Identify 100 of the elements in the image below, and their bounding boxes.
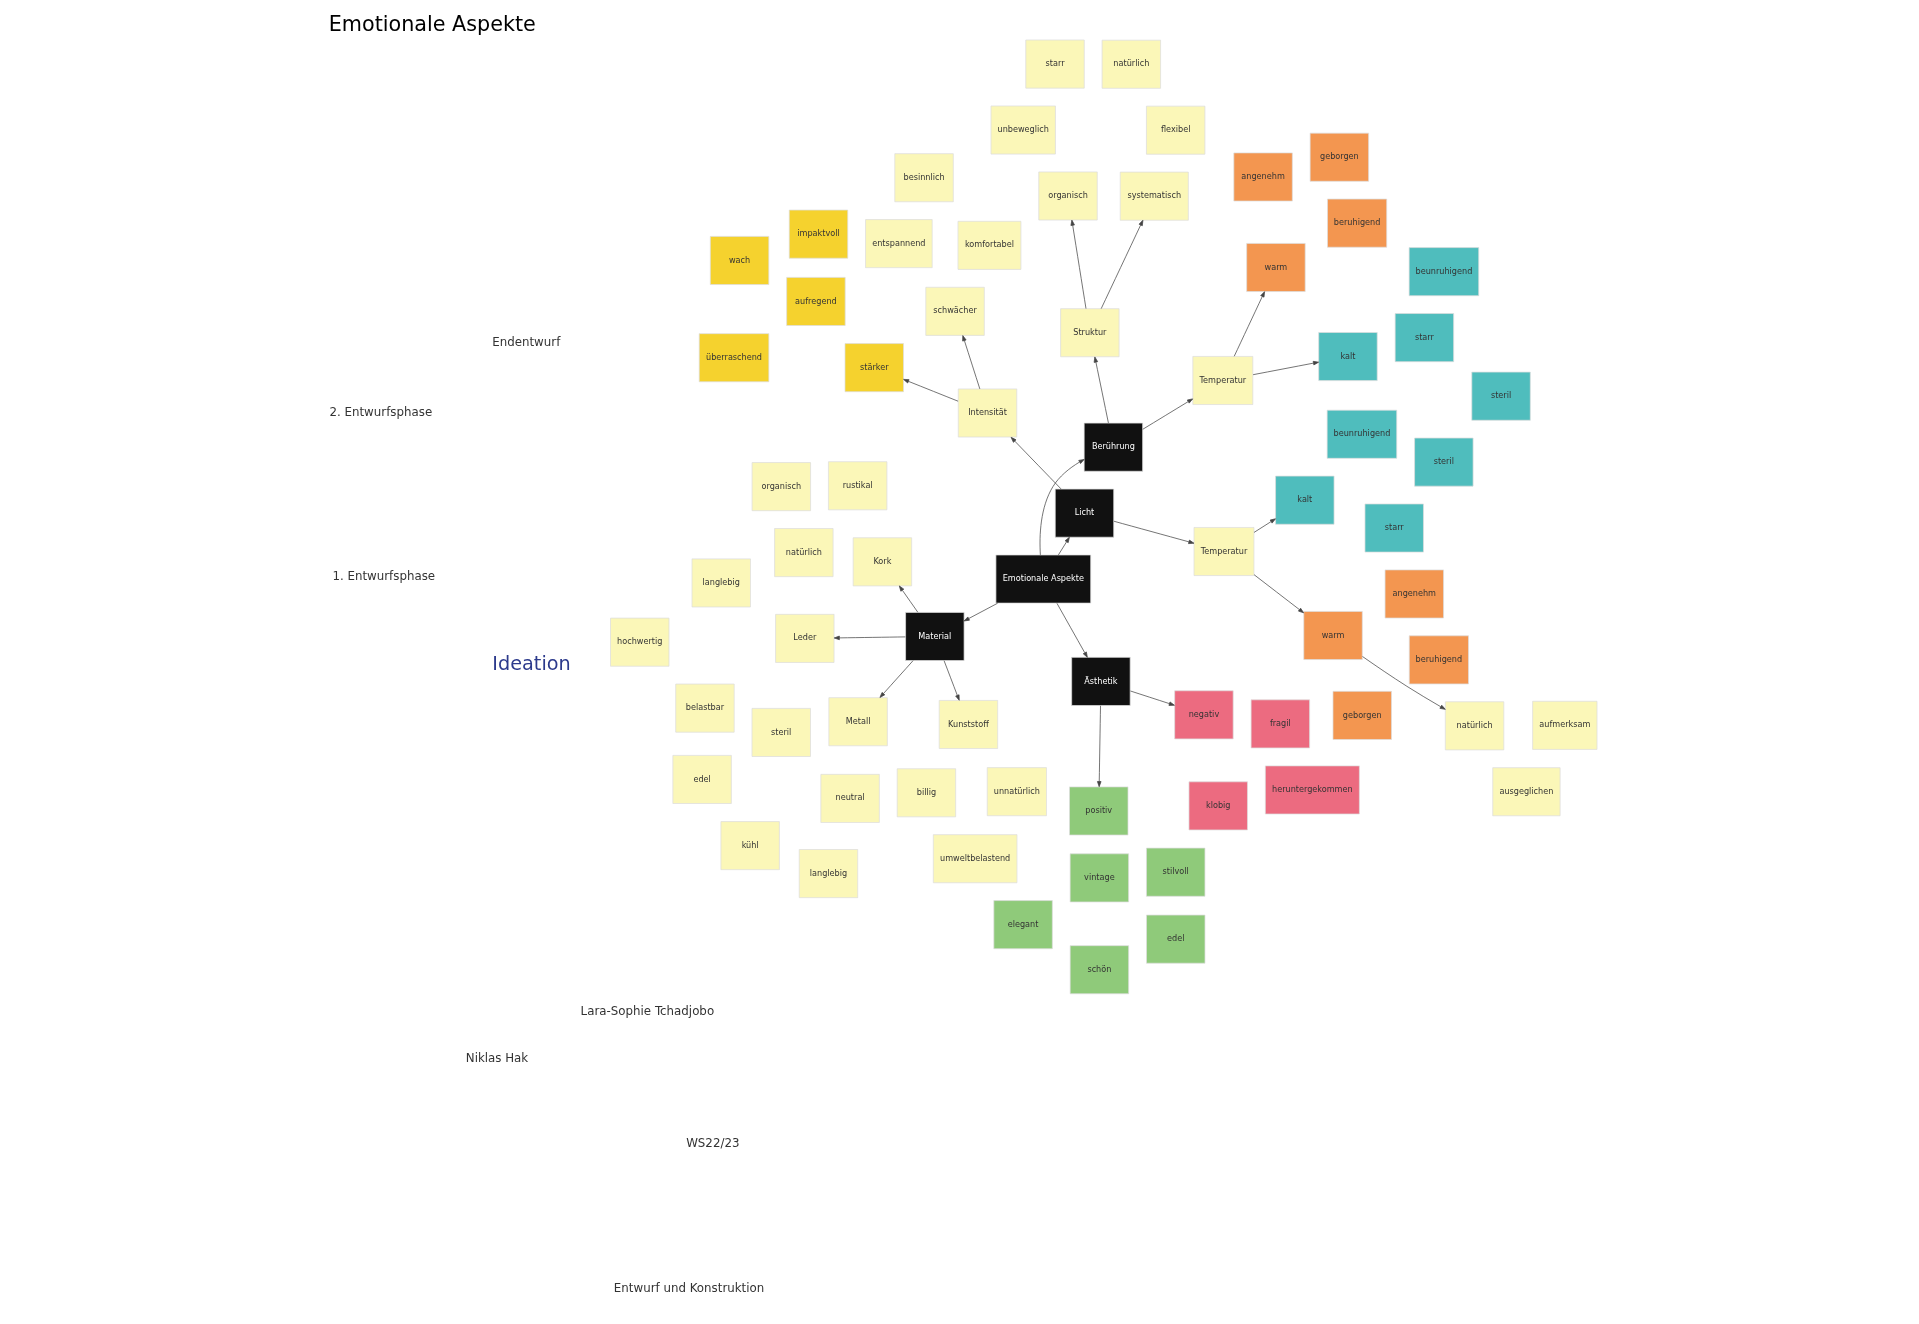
node-box: negativ (1174, 690, 1234, 740)
node-box: Kork (852, 537, 912, 587)
node-box: belastbar (675, 683, 735, 733)
node-box: edel (672, 755, 732, 804)
node-box: Berührung (1083, 422, 1144, 472)
arrow (1362, 656, 1446, 710)
arrow (962, 335, 981, 390)
node-box: Temperatur (1192, 356, 1254, 405)
node-box: entspannend (865, 219, 933, 269)
node-box: organisch (1038, 171, 1098, 221)
node-box: unbeweglich (990, 105, 1056, 155)
arrow (1058, 536, 1070, 556)
node-box: Leder (775, 613, 835, 663)
arrow (1130, 690, 1175, 706)
node-box: steril (1471, 371, 1531, 421)
arrow (1233, 291, 1265, 357)
node-box: impaktvoll (788, 209, 849, 259)
label: Endentwurf (492, 334, 561, 349)
label: WS22/23 (686, 1136, 740, 1151)
node-box: warm (1303, 611, 1363, 660)
node-box: Licht (1054, 488, 1115, 538)
node-box: natürlich (1101, 39, 1161, 89)
node-box: rustikal (828, 461, 888, 511)
node-box: langlebig (691, 558, 751, 608)
diagram-title: Emotionale Aspekte (328, 11, 536, 36)
node-box: vintage (1069, 853, 1129, 903)
node-box: beunruhigend (1408, 247, 1480, 297)
node-box: organisch (751, 462, 811, 512)
node-box: wach (709, 236, 770, 285)
arrow (1253, 574, 1304, 614)
node-box: positiv (1069, 786, 1129, 836)
node-box: edel (1146, 914, 1206, 964)
arrow (833, 635, 906, 641)
label: Entwurf und Konstruktion (613, 1280, 765, 1295)
node-box: klobig (1188, 781, 1248, 831)
node-box: elegant (993, 900, 1053, 950)
node-box: Ästhetik (1071, 657, 1131, 706)
node-box: schön (1069, 945, 1130, 995)
node-box: billig (896, 768, 957, 818)
label: Ideation (492, 652, 571, 676)
node-box: hochwertig (610, 617, 670, 667)
label: Niklas Hak (465, 1050, 529, 1065)
arrow (903, 379, 959, 402)
node-box: Temperatur (1193, 527, 1255, 576)
arrow (1093, 356, 1109, 424)
node-box: Material (905, 612, 965, 661)
node-box: ausgeglichen (1492, 767, 1561, 817)
node-box: kühl (720, 821, 780, 871)
arrow (1039, 459, 1085, 556)
node-box: neutral (820, 774, 880, 823)
node-box: geborgen (1309, 132, 1369, 182)
node-box: schwächer (925, 286, 985, 336)
node-box: systematisch (1119, 171, 1189, 221)
node-box: besinnlich (894, 153, 954, 203)
node-box: langlebig (798, 849, 859, 898)
node-box: steril (1414, 437, 1474, 487)
node-box: flexibel (1146, 105, 1206, 155)
label: 1. Entwurfsphase (332, 569, 436, 584)
arrow (1070, 219, 1087, 309)
node-box: umweltbelastend (932, 834, 1018, 884)
node-box: starr (1364, 503, 1424, 553)
node-box: aufregend (786, 277, 846, 326)
node-box: Emotionale Aspekte (995, 554, 1092, 604)
label: Lara-Sophie Tchadjobo (580, 1004, 715, 1019)
arrow (879, 660, 914, 698)
arrow (1252, 361, 1319, 376)
node-box: starr (1025, 39, 1085, 89)
arrow (898, 585, 919, 613)
node-box: Kunststoff (938, 700, 999, 749)
node-box: aufmerksam (1532, 700, 1598, 750)
node-box: geborgen (1332, 691, 1392, 740)
node-box: kalt (1275, 475, 1335, 525)
arrow (943, 660, 960, 701)
node-box: überraschend (698, 333, 770, 383)
node-box: angenehm (1233, 152, 1293, 202)
node-box: Metall (828, 697, 888, 747)
node-box: kalt (1318, 332, 1378, 381)
node-box: komfortabel (957, 220, 1022, 270)
node-box: Intensität (957, 388, 1018, 438)
node-box: unnatürlich (986, 767, 1047, 817)
arrow (1253, 518, 1276, 533)
arrow (1097, 705, 1102, 788)
node-box: beunruhigend (1326, 409, 1398, 459)
label: 2. Entwurfsphase (329, 405, 433, 420)
node-box: beruhigend (1408, 635, 1469, 685)
node-box: natürlich (1444, 701, 1505, 751)
node-box: natürlich (774, 528, 834, 577)
arrow (1010, 437, 1062, 490)
node-box: warm (1246, 243, 1306, 292)
node-box: starr (1394, 313, 1454, 363)
node-box: stärker (844, 343, 904, 393)
arrow (1056, 602, 1088, 658)
arrow (1100, 219, 1144, 309)
node-box: stilvoll (1146, 847, 1206, 897)
arrow (1113, 520, 1195, 544)
arrow (963, 602, 998, 622)
node-box: angenehm (1384, 569, 1444, 619)
node-box: steril (751, 708, 811, 757)
node-box: beruhigend (1327, 198, 1388, 248)
arrow (1142, 398, 1194, 430)
